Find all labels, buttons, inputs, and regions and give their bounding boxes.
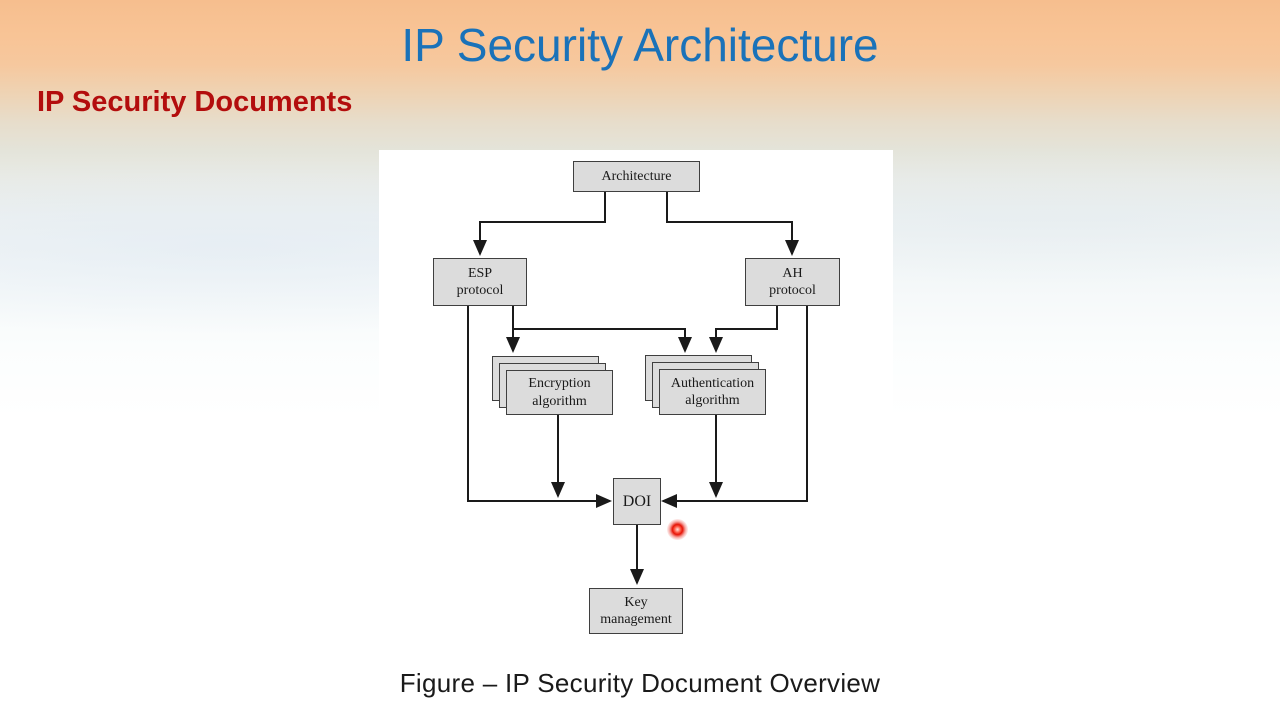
node-ah-protocol: AH protocol	[745, 258, 840, 306]
edge-ah-authentication	[709, 306, 778, 353]
section-heading: IP Security Documents	[37, 86, 353, 118]
node-esp-protocol: ESP protocol	[433, 258, 527, 306]
node-encryption-algorithm: Encryption algorithm	[506, 370, 613, 415]
node-architecture: Architecture	[573, 161, 700, 192]
connector-lines	[467, 192, 808, 585]
edge-esp-authentication	[513, 328, 692, 353]
laser-pointer-dot	[667, 519, 688, 540]
edge-esp-doi	[467, 306, 612, 508]
edge-architecture-esp	[473, 192, 606, 256]
diagram-panel: Architecture ESP protocol AH protocol En…	[379, 150, 893, 655]
node-key-management: Key management	[589, 588, 683, 634]
node-authentication-algorithm: Authentication algorithm	[659, 369, 766, 415]
slide-title: IP Security Architecture	[401, 19, 879, 71]
figure-caption: Figure – IP Security Document Overview	[399, 668, 881, 698]
edge-architecture-ah	[666, 192, 799, 256]
edge-ah-doi	[661, 306, 808, 508]
node-doi: DOI	[613, 478, 661, 525]
